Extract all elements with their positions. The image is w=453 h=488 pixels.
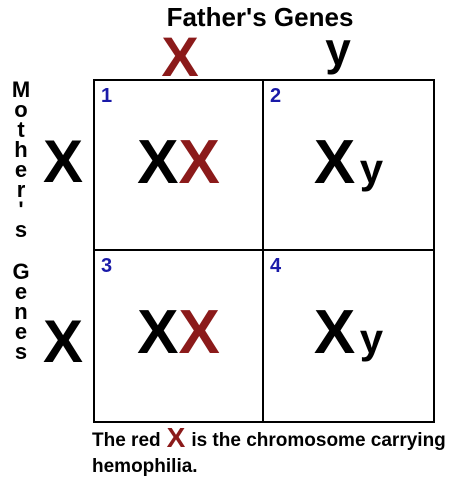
allele-x: X — [313, 128, 356, 197]
cell-genotype: XX — [95, 131, 262, 195]
note-text-after: is the chromosome carrying hemophilia. — [92, 430, 446, 477]
mother-title-letter: o — [14, 97, 28, 122]
allele-y: y — [359, 145, 384, 192]
punnett-square: 1 XX 2 X y 3 XX 4 X y — [93, 79, 435, 423]
mother-title-letter: t — [17, 117, 25, 142]
cell-number: 4 — [270, 255, 282, 277]
allele-x-affected: X — [178, 128, 220, 197]
mother-genes-title: M o t h e r ' s G e n e s — [6, 77, 36, 364]
father-allele-x-affected: X — [161, 25, 199, 88]
cell-number: 1 — [101, 85, 113, 107]
note-text-before: The red — [92, 430, 161, 451]
punnett-cell-4: 4 X y — [264, 251, 433, 421]
allele-y: y — [359, 315, 384, 362]
mother-allele-x-2: X — [42, 308, 84, 375]
mother-title-letter: s — [14, 339, 28, 364]
mother-title-letter: e — [14, 279, 28, 304]
cell-number: 2 — [270, 85, 282, 107]
mother-title-letter: M — [11, 77, 31, 102]
allele-x: X — [313, 298, 356, 367]
cell-genotype: X y — [264, 301, 433, 381]
mother-title-letter: r — [16, 177, 26, 202]
cell-genotype: X y — [264, 131, 433, 211]
allele-x: X — [137, 298, 179, 367]
mother-title-letter: G — [12, 259, 30, 284]
mother-title-letter: ' — [18, 197, 24, 222]
father-allele-y: y — [325, 23, 351, 75]
allele-x-affected: X — [178, 298, 220, 367]
cell-number: 3 — [101, 255, 113, 277]
mother-title-letter: s — [14, 217, 28, 242]
note-red-x: X — [166, 422, 186, 453]
father-genes-title: Father's Genes — [166, 2, 354, 32]
mother-title-letter: h — [14, 137, 28, 162]
punnett-cell-3: 3 XX — [95, 251, 264, 421]
mother-title-letter: e — [14, 157, 28, 182]
mother-allele-x-1: X — [42, 128, 84, 195]
mother-title-letter: e — [14, 319, 28, 344]
punnett-cell-1: 1 XX — [95, 81, 264, 251]
mother-title-letter: n — [14, 299, 28, 324]
cell-genotype: XX — [95, 301, 262, 365]
punnett-cell-2: 2 X y — [264, 81, 433, 251]
allele-x: X — [137, 128, 179, 197]
